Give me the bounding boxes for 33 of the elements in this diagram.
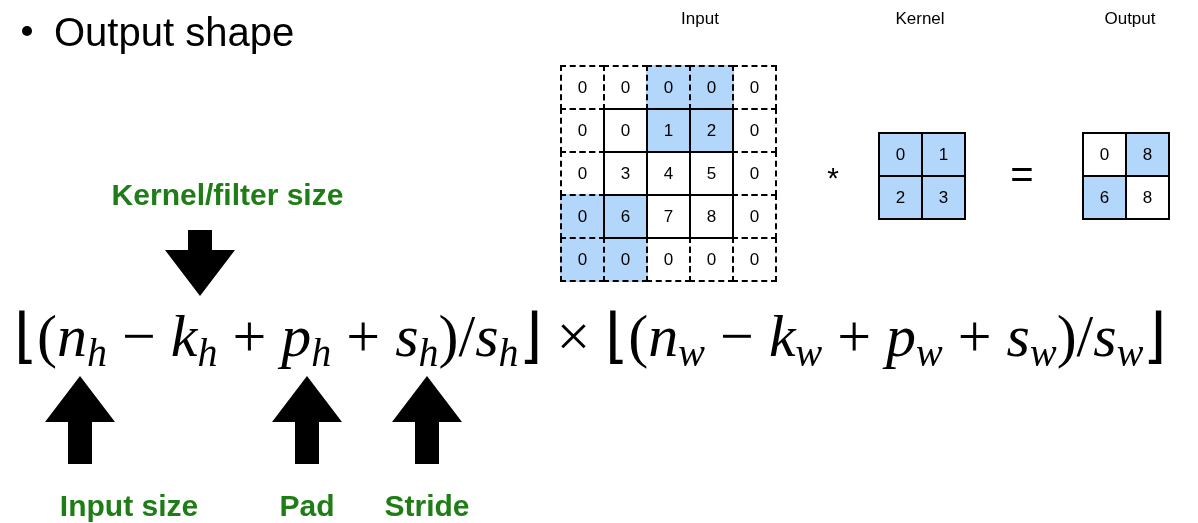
annotation-label: Stride — [372, 486, 482, 523]
matrix-cell: 0 — [560, 194, 605, 239]
matrix-cell: 0 — [646, 65, 691, 110]
annotation-label: Input size — [44, 486, 214, 523]
formula: ⌊(n$_{h}$ − k$_{h}$ + p$_{h}$ + s$_{h}$)/s$_{h}$⌋ × ⌊(n$_{w}$ − k$_{w}$ + p$_{w}$ + s$_{w}$)/s$_{w}$⌋ — [14, 296, 1198, 376]
title: Output shape — [54, 9, 295, 56]
matrix-cell: 6 — [1082, 175, 1127, 220]
matrix-cell: 2 — [689, 108, 734, 153]
grid-title: Kernel — [894, 8, 946, 30]
grid-title: Input — [680, 8, 720, 30]
annotation-label: Pad — [268, 486, 346, 523]
block-arrow — [45, 376, 115, 464]
grid-title: Output — [1103, 8, 1157, 30]
matrix-cell: 1 — [646, 108, 691, 153]
matrix-cell: 0 — [689, 65, 734, 110]
matrix-cell: 0 — [560, 65, 605, 110]
matrix-cell: 0 — [878, 132, 923, 177]
matrix-cell: 1 — [921, 132, 966, 177]
block-arrow — [392, 376, 462, 464]
equals-sign: = — [1009, 152, 1035, 196]
matrix-cell: 0 — [732, 65, 777, 110]
matrix-cell: 0 — [603, 237, 648, 282]
annotation-label: Kernel/filter size — [90, 174, 365, 214]
matrix-cell: 6 — [603, 194, 648, 239]
matrix-cell: 0 — [732, 237, 777, 282]
block-arrow — [272, 376, 342, 464]
matrix-cell: 8 — [1125, 132, 1170, 177]
matrix-cell: 3 — [921, 175, 966, 220]
block-arrow — [165, 230, 235, 296]
matrix-cell: 0 — [560, 237, 605, 282]
convolution-operator: * — [826, 160, 840, 196]
matrix-cell: 2 — [878, 175, 923, 220]
matrix-cell: 8 — [1125, 175, 1170, 220]
